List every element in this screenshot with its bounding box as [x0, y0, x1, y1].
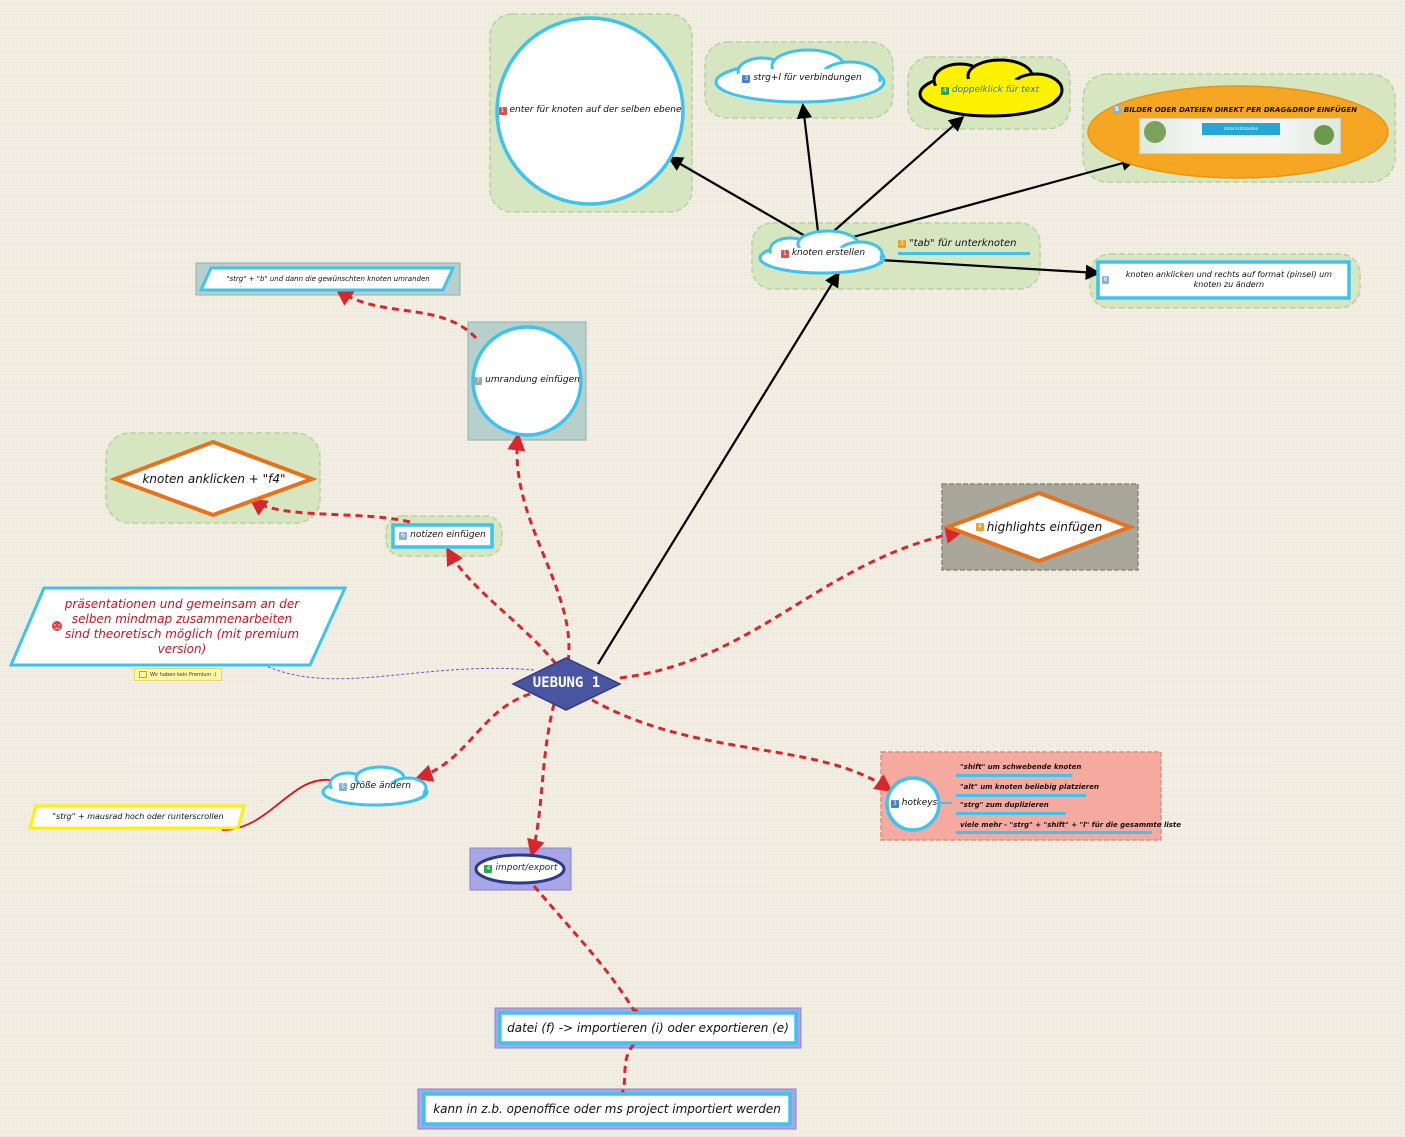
- node-groesse-label: größe ändern: [350, 781, 411, 792]
- edge-root-knoten[interactable]: [597, 271, 840, 665]
- node-tab-label: "tab" für unterknoten: [909, 237, 1017, 249]
- node-tab[interactable]: 2"tab" für unterknoten: [898, 236, 1028, 252]
- node-mausrad[interactable]: "strg" + mausrad hoch oder runterscrolle…: [52, 812, 224, 821]
- number-badge: 4: [940, 87, 949, 95]
- node-openoffice-shape[interactable]: [422, 1092, 792, 1126]
- node-strg-b[interactable]: "strg" + "b" und dann die gewünschten kn…: [226, 274, 430, 283]
- number-badge: 1: [498, 107, 507, 115]
- node-format-shape[interactable]: [1096, 260, 1351, 300]
- edge-knoten-format[interactable]: [879, 258, 1102, 280]
- node-f4[interactable]: knoten anklicken + "f4": [142, 471, 286, 486]
- connectors: [221, 102, 1137, 1095]
- node-hotkeys-label: hotkeys: [901, 798, 938, 809]
- node-openoffice[interactable]: kann in z.b. openoffice oder ms project …: [433, 1101, 781, 1116]
- edge-notizen-f4[interactable]: [249, 497, 411, 524]
- node-bilder-label: BILDER ODER DATEIEN DIREKT PER DRAG&DROP…: [1123, 105, 1358, 114]
- node-datei[interactable]: datei (f) -> importieren (i) oder export…: [507, 1020, 789, 1035]
- node-umrandung-shape[interactable]: [471, 325, 583, 437]
- number-badge: 4: [484, 865, 493, 873]
- number-badge: 3: [742, 75, 751, 83]
- node-import-shape[interactable]: [474, 853, 566, 885]
- edge-knoten-doppelklick[interactable]: [825, 115, 965, 239]
- node-hotkeys-shape[interactable]: [885, 776, 941, 832]
- node-root-shape[interactable]: [511, 657, 622, 711]
- node-datei-shape[interactable]: [498, 1011, 798, 1045]
- node-umrandung-label: umrandung einfügen: [485, 375, 580, 386]
- node-highlights-label: highlights einfügen: [986, 519, 1103, 534]
- hotkey-underline: [956, 812, 1066, 815]
- node-notizen-shape[interactable]: [391, 523, 494, 549]
- number-badge: 3: [890, 800, 899, 808]
- image-caption: Unterrichtszeiten: [1202, 123, 1280, 135]
- node-knoten-erstellen-shape[interactable]: [758, 229, 886, 275]
- edge-knoten-bilder[interactable]: [841, 155, 1137, 242]
- edge-root-hotkeys[interactable]: [591, 698, 893, 793]
- number-badge: 1: [780, 250, 789, 258]
- note-badge[interactable]: Wir haben kein Premium :(: [134, 668, 222, 681]
- edge-root-umrandung[interactable]: [507, 432, 571, 663]
- hotkey-item[interactable]: "alt" um knoten beliebig platzieren: [960, 783, 1099, 791]
- hotkey-underline: [956, 774, 1072, 777]
- node-highlights-shape[interactable]: [942, 490, 1136, 564]
- edge-root-praesentation[interactable]: [257, 661, 535, 680]
- node-notizen-label: notizen einfügen: [410, 530, 486, 541]
- smiley-icon: [52, 621, 62, 631]
- note-badge-label: Wir haben kein Premium :(: [150, 672, 217, 678]
- number-badge: 5: [1112, 106, 1121, 114]
- node-format-label: knoten anklicken und rechts auf format (…: [1125, 270, 1332, 289]
- node-strg-l-shape[interactable]: [714, 48, 886, 104]
- tab-underline: [898, 252, 1030, 255]
- node-root[interactable]: UEBUNG 1: [532, 675, 601, 692]
- number-badge: 4: [975, 523, 984, 531]
- number-badge: 2: [898, 240, 906, 248]
- edge-umrandung-strgb[interactable]: [335, 287, 478, 340]
- hotkey-underline: [956, 831, 1152, 834]
- hotkey-item[interactable]: viele mehr - "strg" + "shift" + "l" für …: [960, 821, 1182, 829]
- edge-datei-openoffice[interactable]: [620, 1043, 636, 1095]
- note-icon: [139, 671, 147, 678]
- edge-root-notizen[interactable]: [446, 546, 558, 665]
- node-groesse-shape[interactable]: [321, 765, 429, 807]
- edge-import-datei[interactable]: [532, 885, 638, 1015]
- node-strg-l-label: strg+l für verbindungen: [753, 73, 862, 84]
- image-thumbnail[interactable]: Unterrichtszeiten: [1139, 118, 1341, 154]
- node-import-label: import/export: [495, 863, 558, 874]
- edge-knoten-enter[interactable]: [667, 156, 813, 241]
- hotkey-underline: [956, 794, 1086, 797]
- number-badge: 7: [474, 377, 483, 385]
- node-f4-shape[interactable]: [109, 439, 318, 518]
- edge-root-highlights[interactable]: [619, 526, 964, 680]
- number-badge: 5: [339, 783, 348, 791]
- node-mausrad-shape[interactable]: [28, 804, 246, 830]
- node-doppelklick-label: doppelklick für text: [951, 85, 1040, 96]
- node-strg-b-shape[interactable]: [198, 266, 456, 292]
- edge-knoten-strgl[interactable]: [796, 102, 820, 233]
- node-knoten-erstellen-label: knoten erstellen: [791, 248, 866, 259]
- node-praesentation-shape[interactable]: [8, 586, 348, 667]
- hotkey-item[interactable]: "shift" um schwebende knoten: [960, 763, 1082, 771]
- node-format[interactable]: 6 knoten anklicken und rechts auf format …: [1102, 264, 1346, 296]
- node-praesentation[interactable]: präsentationen und gemeinsam an der selb…: [64, 597, 300, 656]
- hotkey-item[interactable]: "strg" zum duplizieren: [960, 801, 1049, 809]
- number-badge: 6: [1102, 276, 1109, 284]
- number-badge: 6: [399, 532, 408, 540]
- node-enter-label: enter für knoten auf der selben ebene: [509, 105, 682, 116]
- plant-icon: [1314, 125, 1334, 145]
- edge-root-groesse[interactable]: [414, 692, 531, 782]
- edge-root-import[interactable]: [527, 703, 556, 858]
- node-enter-shape[interactable]: [495, 16, 685, 206]
- plant-icon: [1144, 121, 1166, 143]
